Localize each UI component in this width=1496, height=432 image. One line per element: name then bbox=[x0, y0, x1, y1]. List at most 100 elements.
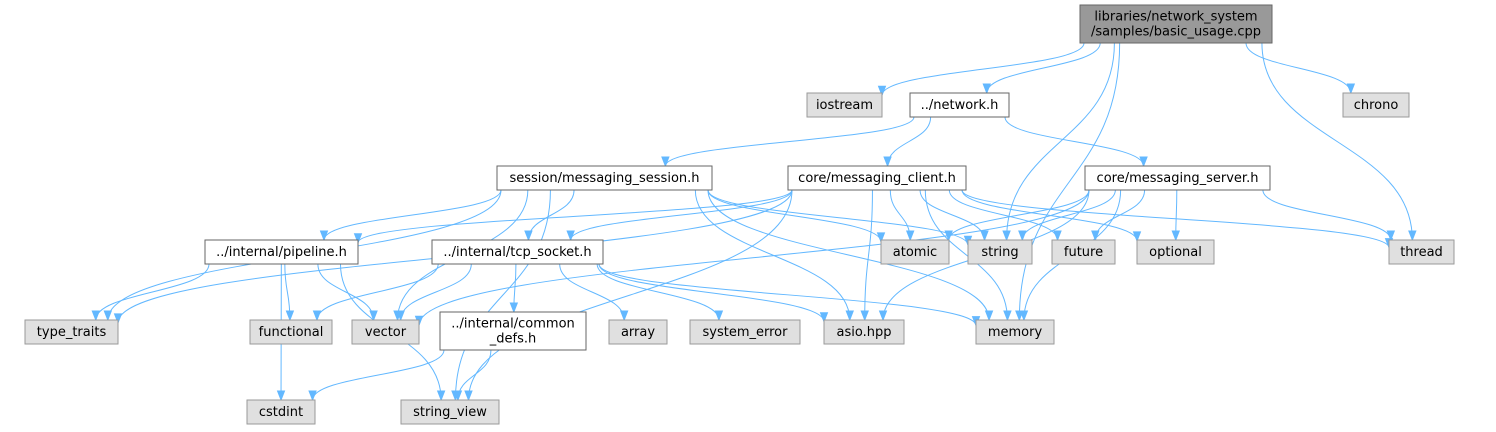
node-vector[interactable]: vector bbox=[351, 319, 420, 345]
node-box bbox=[431, 239, 604, 265]
node-iostream[interactable]: iostream bbox=[806, 92, 883, 118]
edge-arrowhead bbox=[464, 390, 473, 402]
node-thread[interactable]: thread bbox=[1388, 239, 1455, 265]
edge-line bbox=[694, 189, 851, 321]
edge-basic_usage-to-network_h bbox=[982, 42, 1101, 95]
edge-arrowhead bbox=[1003, 310, 1012, 322]
node-chrono[interactable]: chrono bbox=[1342, 92, 1410, 118]
edge-line bbox=[986, 42, 1101, 94]
node-label: functional bbox=[259, 325, 324, 340]
node-label: asio.hpp bbox=[837, 325, 892, 340]
edge-messaging_client-to-string bbox=[919, 189, 989, 242]
node-box bbox=[1388, 239, 1455, 265]
edge-common_defs-to-cstdint bbox=[308, 349, 445, 402]
edge-arrowhead bbox=[113, 313, 123, 325]
node-box bbox=[351, 319, 420, 345]
edge-line bbox=[707, 189, 882, 242]
edge-messaging_client-to-memory bbox=[924, 189, 1012, 322]
node-box bbox=[975, 319, 1055, 345]
node-label: core/messaging_client.h bbox=[798, 171, 956, 186]
node-label: optional bbox=[1149, 245, 1202, 260]
edge-messaging_client-to-pipeline bbox=[353, 189, 793, 245]
edge-arrowhead bbox=[1019, 310, 1029, 322]
edge-arrowhead bbox=[369, 310, 378, 322]
node-label: libraries/network_system bbox=[1094, 10, 1257, 25]
node-label: type_traits bbox=[37, 325, 107, 340]
edge-line bbox=[596, 263, 720, 321]
edge-line bbox=[707, 189, 990, 321]
edge-arrowhead bbox=[982, 83, 991, 95]
edge-messaging_client-to-string_view bbox=[464, 189, 793, 402]
edge-arrowhead bbox=[276, 390, 286, 402]
node-cstdint[interactable]: cstdint bbox=[246, 399, 316, 425]
edge-line bbox=[1261, 42, 1413, 241]
node-label: ../internal/pipeline.h bbox=[216, 245, 347, 260]
edge-messaging_session-to-asio bbox=[694, 189, 854, 322]
edge-line bbox=[598, 263, 825, 322]
node-basic-usage[interactable]: libraries/network_system/samples/basic_u… bbox=[1079, 4, 1273, 44]
node-asio[interactable]: asio.hpp bbox=[823, 319, 905, 345]
edge-line bbox=[323, 189, 502, 241]
node-optional[interactable]: optional bbox=[1136, 239, 1215, 265]
edge-line bbox=[961, 189, 1390, 248]
node-box bbox=[880, 239, 950, 265]
edge-tcp_socket-to-functional bbox=[312, 263, 439, 322]
node-string[interactable]: string bbox=[967, 239, 1033, 265]
node-atomic[interactable]: atomic bbox=[880, 239, 950, 265]
edge-arrowhead bbox=[319, 230, 329, 242]
edge-line bbox=[418, 189, 1090, 326]
node-memory[interactable]: memory bbox=[975, 319, 1055, 345]
node-messaging-session[interactable]: session/messaging_session.h bbox=[496, 165, 713, 191]
node-functional[interactable]: functional bbox=[249, 319, 333, 345]
node-label: system_error bbox=[703, 325, 789, 340]
edge-arrowhead bbox=[980, 230, 989, 242]
edge-basic_usage-to-thread bbox=[1261, 42, 1417, 242]
node-label: /samples/basic_usage.cpp bbox=[1091, 25, 1261, 40]
edge-line bbox=[948, 189, 1059, 241]
edge-arrowhead bbox=[1132, 231, 1142, 243]
edge-line bbox=[664, 116, 915, 167]
node-label: core/messaging_server.h bbox=[1097, 171, 1259, 186]
node-box bbox=[439, 311, 587, 351]
edge-line bbox=[1004, 116, 1145, 167]
node-string-view[interactable]: string_view bbox=[400, 399, 500, 425]
node-label: _defs.h bbox=[489, 332, 536, 347]
edge-line bbox=[881, 42, 1085, 96]
edge-common_defs-to-string_view bbox=[453, 349, 492, 402]
node-array[interactable]: array bbox=[608, 319, 668, 345]
edge-arrowhead bbox=[312, 310, 322, 322]
edge-line bbox=[1262, 189, 1392, 241]
edge-arrowhead bbox=[661, 156, 670, 168]
edge-messaging_server-to-thread bbox=[1262, 189, 1396, 242]
edge-tcp_socket-to-array bbox=[559, 263, 629, 322]
edge-arrowhead bbox=[1386, 230, 1396, 242]
node-tcp-socket[interactable]: ../internal/tcp_socket.h bbox=[431, 239, 604, 265]
node-box bbox=[909, 92, 1010, 118]
node-pipeline[interactable]: ../internal/pipeline.h bbox=[204, 239, 359, 265]
node-system-error[interactable]: system_error bbox=[689, 319, 801, 345]
node-common-defs[interactable]: ../internal/common_defs.h bbox=[439, 311, 587, 351]
node-messaging-client[interactable]: core/messaging_client.h bbox=[787, 165, 967, 191]
edge-arrowhead bbox=[877, 85, 887, 97]
edge-arrowhead bbox=[845, 310, 854, 322]
node-future[interactable]: future bbox=[1051, 239, 1116, 265]
node-messaging-server[interactable]: core/messaging_server.h bbox=[1084, 165, 1271, 191]
node-label: ../internal/common bbox=[451, 317, 575, 332]
node-label: string_view bbox=[413, 405, 487, 420]
nodes-layer: libraries/network_system/samples/basic_u… bbox=[24, 4, 1455, 425]
edge-arrowhead bbox=[103, 310, 113, 322]
edge-arrowhead bbox=[453, 390, 463, 402]
edge-arrowhead bbox=[436, 390, 446, 402]
node-box bbox=[967, 239, 1033, 265]
edge-line bbox=[1006, 42, 1115, 241]
edge-arrowhead bbox=[619, 310, 629, 322]
node-label: ../network.h bbox=[921, 98, 999, 113]
edge-messaging_client-to-atomic bbox=[889, 189, 915, 242]
edge-messaging_session-to-tcp_socket bbox=[524, 189, 575, 242]
edge-arrowhead bbox=[1018, 230, 1027, 242]
node-network-h[interactable]: ../network.h bbox=[909, 92, 1010, 118]
edge-arrowhead bbox=[1408, 230, 1417, 242]
edge-pipeline-to-type_traits bbox=[91, 263, 210, 322]
edge-arrowhead bbox=[1346, 83, 1356, 95]
node-type-traits[interactable]: type_traits bbox=[24, 319, 119, 345]
